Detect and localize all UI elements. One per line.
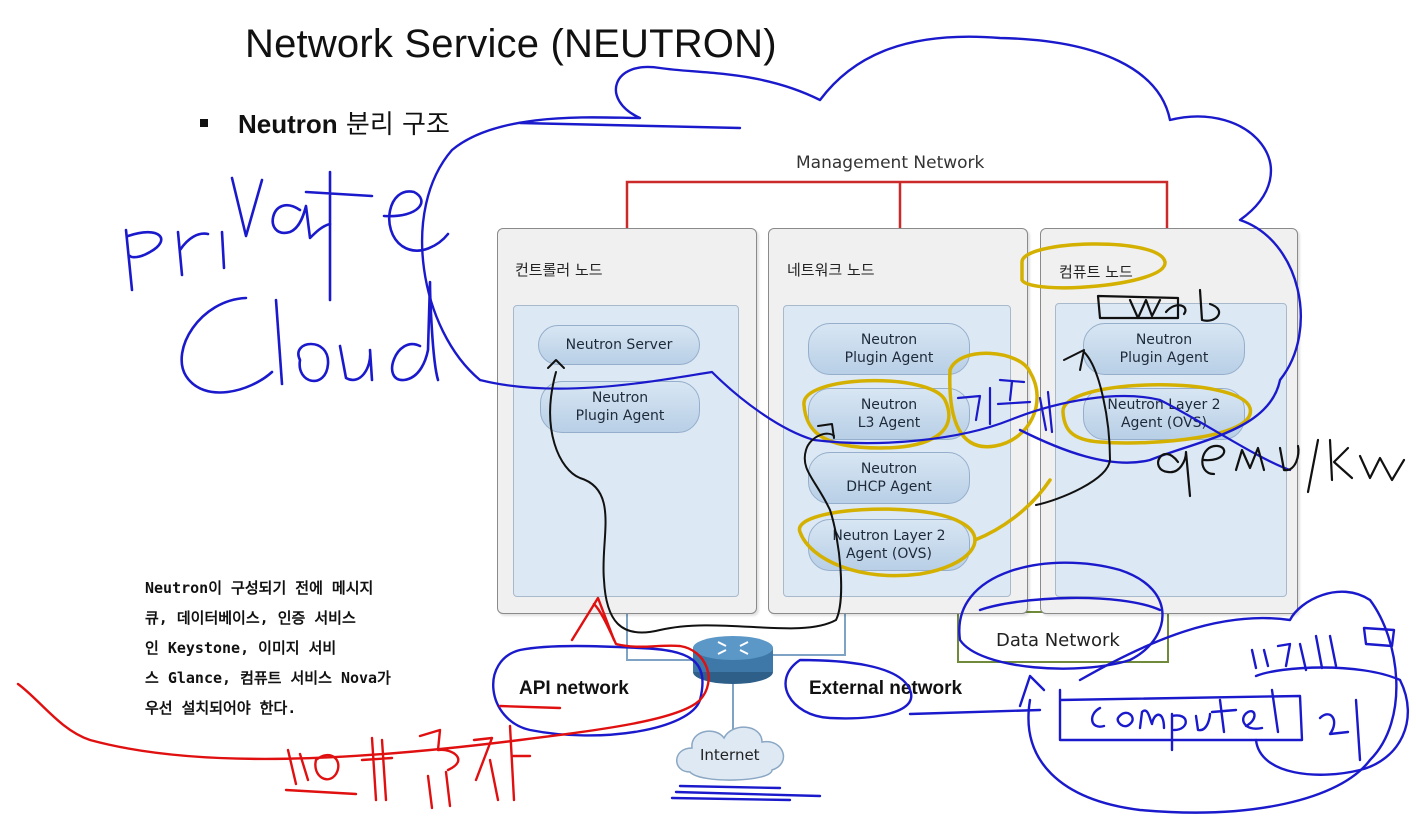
network-plugin-agent: Neutron Plugin Agent <box>808 323 970 375</box>
router-connection-lines <box>626 612 846 735</box>
compute-node-title: 컴퓨트 노드 <box>1059 263 1133 281</box>
note-line: 우선 설치되어야 한다. <box>145 699 297 717</box>
controller-neutron-server: Neutron Server <box>538 325 700 365</box>
bullet-bold-text: Neutron <box>238 109 338 139</box>
data-network-label: Data Network <box>996 630 1120 651</box>
api-network-label: API network <box>519 678 629 699</box>
controller-node-title: 컨트롤러 노드 <box>515 261 603 279</box>
internet-label: Internet <box>700 746 760 764</box>
bullet-square-icon <box>200 118 208 127</box>
note-line: 인 Keystone, 이미지 서비 <box>145 639 337 657</box>
network-l3-agent: Neutron L3 Agent <box>808 388 970 440</box>
prerequisite-note: Neutron이 구성되기 전에 메시지 큐, 데이터베이스, 인증 서비스 인… <box>145 573 475 723</box>
management-network-lines <box>625 180 1169 230</box>
note-line: 스 Glance, 컴퓨트 서비스 Nova가 <box>145 669 391 687</box>
network-node-title: 네트워크 노드 <box>787 261 875 279</box>
network-dhcp-agent: Neutron DHCP Agent <box>808 452 970 504</box>
note-line: Neutron이 구성되기 전에 메시지 <box>145 579 374 597</box>
compute-plugin-agent: Neutron Plugin Agent <box>1083 323 1245 375</box>
network-layer2-agent: Neutron Layer 2 Agent (OVS) <box>808 519 970 571</box>
external-network-label: External network <box>809 678 963 699</box>
note-line: 큐, 데이터베이스, 인증 서비스 <box>145 609 356 627</box>
compute-layer2-agent: Neutron Layer 2 Agent (OVS) <box>1083 388 1245 440</box>
controller-plugin-agent: Neutron Plugin Agent <box>540 381 700 433</box>
